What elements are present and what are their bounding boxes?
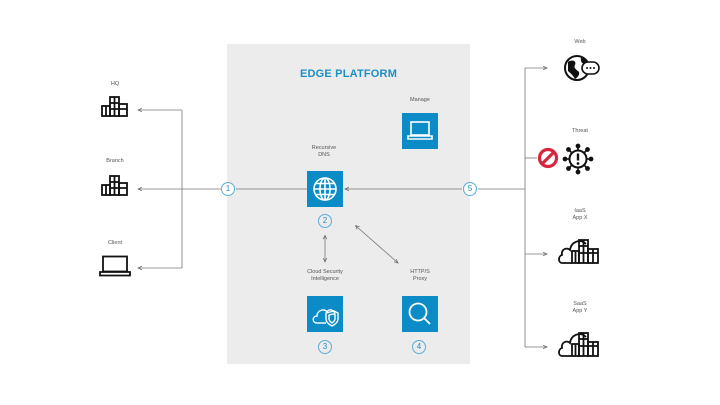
- label-line1: Recursive: [311, 145, 337, 151]
- blocked-icon: [537, 147, 559, 169]
- virus-alert-icon: [562, 143, 594, 175]
- step-5-badge: 5: [463, 182, 477, 196]
- threat-label: Threat: [572, 128, 588, 134]
- label-line2: App X: [572, 215, 588, 221]
- cloud-security-intelligence-node[interactable]: [307, 296, 343, 332]
- laptop-icon: [407, 121, 433, 140]
- label-line2: Intelligence: [311, 276, 339, 282]
- web-label: Web: [574, 39, 586, 45]
- label-line2: App Y: [572, 308, 588, 314]
- label-line2: DNS: [318, 152, 330, 158]
- iaas-label: IaaS App X: [540, 208, 620, 222]
- label-line1: Cloud Security: [307, 269, 343, 275]
- step-1-badge: 1: [221, 182, 235, 196]
- https-proxy-label: HTTP/S Proxy: [380, 269, 460, 283]
- platform-title: EDGE PLATFORM: [299, 68, 398, 80]
- globe-icon: [313, 177, 337, 201]
- arrow-dns-proxy: [356, 226, 398, 263]
- manage-label: Manage: [410, 97, 430, 103]
- label-line1: HTTP/S: [410, 269, 430, 275]
- https-proxy-node[interactable]: [402, 296, 438, 332]
- saas-label: SaaS App Y: [540, 301, 620, 315]
- cloud-security-intelligence-label: Cloud Security Intelligence: [285, 269, 365, 283]
- recursive-dns-node[interactable]: [307, 171, 343, 207]
- cloud-buildings-icon: [558, 332, 599, 357]
- buildings-icon: [101, 175, 128, 196]
- hq-label: HQ: [110, 81, 120, 87]
- manage-node[interactable]: [402, 113, 438, 149]
- label-line1: SaaS: [573, 301, 587, 307]
- label-line2: Proxy: [412, 276, 428, 282]
- laptop-icon: [99, 255, 131, 277]
- magnifier-icon: [408, 302, 431, 325]
- cloud-buildings-icon: [558, 239, 599, 264]
- step-3-badge: 3: [318, 340, 332, 354]
- recursive-dns-label: Recursive DNS: [284, 145, 364, 159]
- buildings-icon: [101, 96, 128, 117]
- client-label: Client: [107, 240, 123, 246]
- globe-link-icon: [564, 55, 600, 81]
- label-line1: IaaS: [574, 208, 586, 214]
- step-4-badge: 4: [412, 340, 426, 354]
- branch-label: Branch: [106, 158, 124, 164]
- cloud-shield-icon: [312, 309, 339, 327]
- step-2-badge: 2: [318, 214, 332, 228]
